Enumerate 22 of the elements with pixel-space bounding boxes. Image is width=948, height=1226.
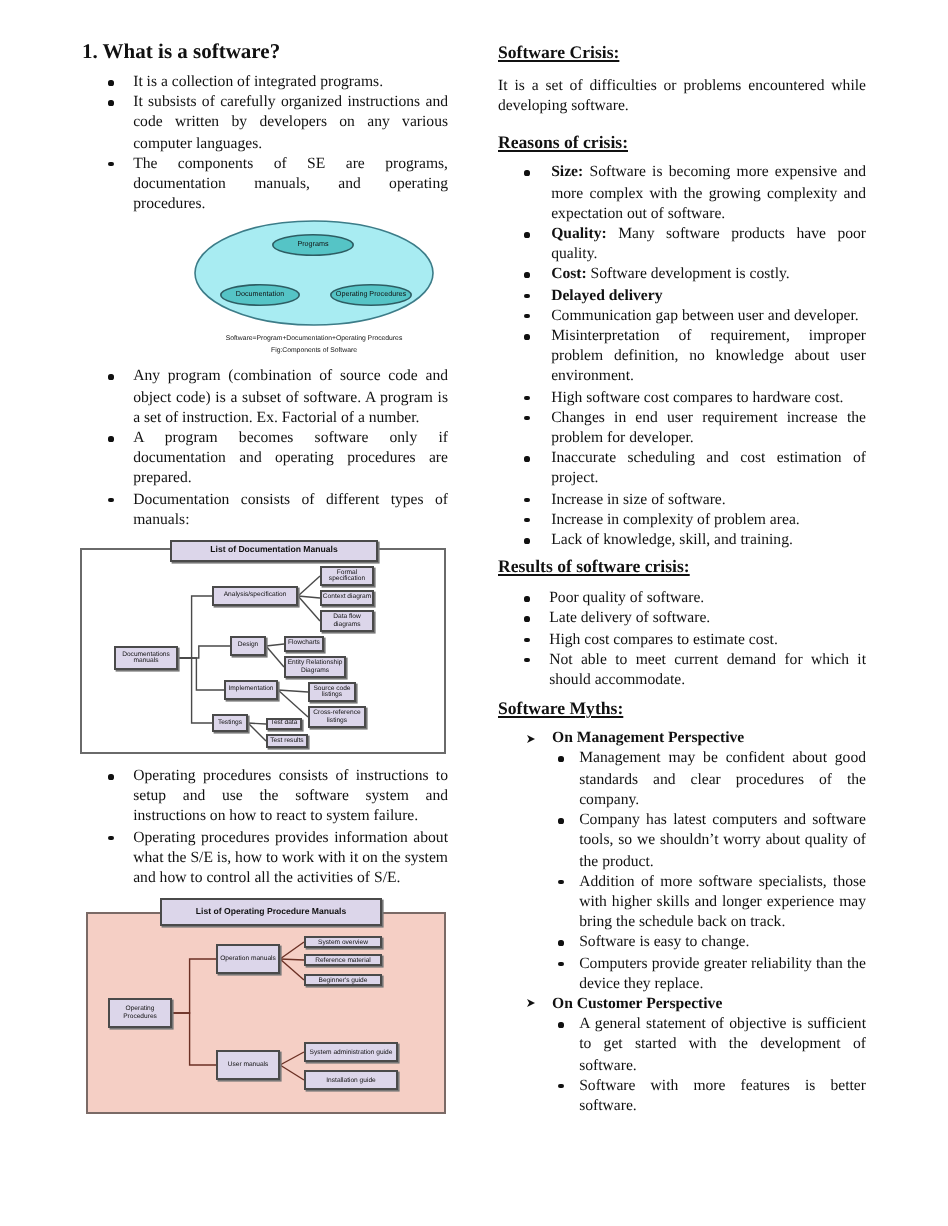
connector-line — [297, 595, 321, 622]
connector-line — [297, 575, 321, 597]
section-heading: Reasons of crisis: — [498, 132, 630, 155]
connector-line — [277, 689, 309, 718]
connector-line — [279, 941, 305, 961]
section-heading: 1. What is a software? — [82, 40, 283, 66]
connector-line — [265, 643, 285, 647]
connector-line — [279, 1064, 305, 1082]
section-heading: Software Crisis: — [498, 42, 622, 64]
connector-line — [177, 657, 213, 724]
connector-line — [265, 645, 285, 668]
connector-line — [247, 722, 267, 742]
connector-line — [171, 1012, 217, 1067]
section-heading: Software Myths: — [498, 698, 626, 721]
connector-line — [279, 958, 305, 962]
section-heading: Results of software crisis: — [498, 556, 692, 579]
software-ellipse — [194, 220, 434, 327]
connector-line — [297, 595, 321, 599]
connector-line — [279, 958, 305, 982]
connector-line — [279, 1051, 305, 1067]
connector-line — [277, 689, 309, 693]
connector-line — [247, 722, 267, 725]
